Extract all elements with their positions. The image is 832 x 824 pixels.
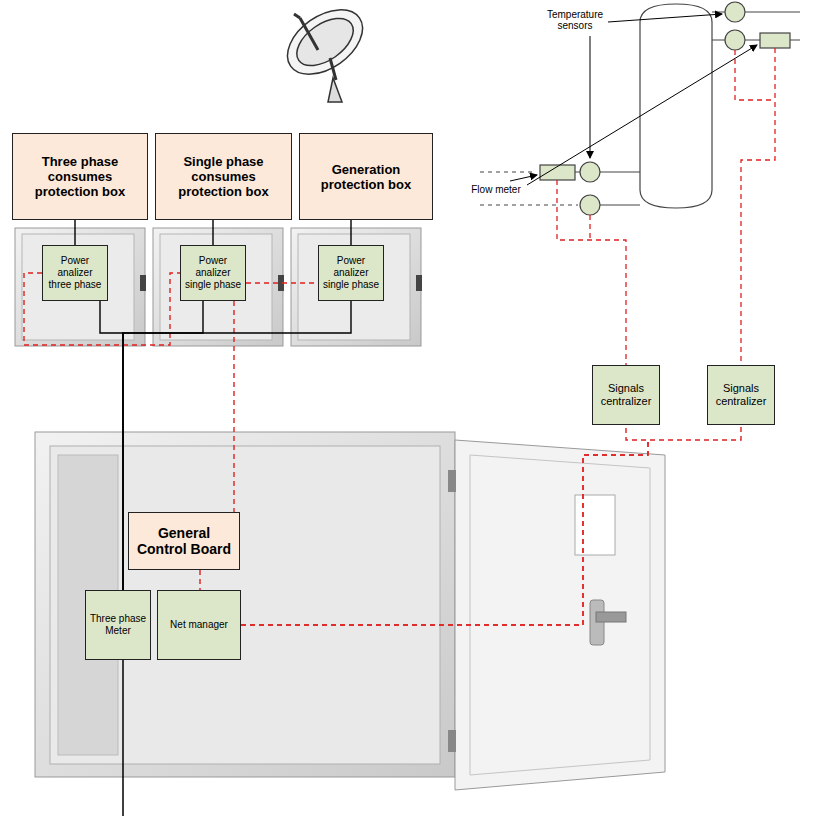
leader-line: [510, 14, 757, 185]
callout-label: Flow meter: [466, 184, 526, 195]
signals-centralizer: Signals centralizer: [707, 365, 775, 425]
node-text: Power analizer single phase: [322, 255, 380, 291]
node-text: Three phase Meter: [89, 613, 147, 637]
control-board-title: General Control Board: [128, 512, 240, 570]
node-text: General Control Board: [132, 525, 236, 557]
signal-link: [246, 282, 318, 283]
node-text: Generation protection box: [303, 162, 429, 192]
power-line: [100, 301, 123, 590]
protection-box-title: Three phase consumes protection box: [12, 133, 148, 220]
node-text: Three phase consumes protection box: [16, 154, 144, 199]
net-manager: Net manager: [157, 590, 241, 660]
node-text: Signals centralizer: [711, 382, 771, 408]
power-line: [74, 220, 75, 245]
cabinet: [15, 228, 422, 346]
node-text: Signals centralizer: [596, 382, 656, 408]
signal-link: [199, 570, 200, 590]
signal-link: [241, 425, 741, 625]
power-line: [123, 301, 351, 590]
signals-centralizer: Signals centralizer: [592, 365, 660, 425]
tank: [480, 2, 800, 215]
satellite-dish: [276, 0, 375, 102]
protection-box-title: Single phase consumes protection box: [155, 133, 292, 220]
control-cabinet: [35, 432, 665, 790]
power-analyzer: Power analizer single phase: [180, 245, 246, 301]
node-text: Net manager: [170, 619, 228, 631]
power-analyzer: Power analizer single phase: [318, 245, 384, 301]
node-text: Power analizer single phase: [184, 255, 242, 291]
supply-line: [122, 660, 124, 816]
protection-box-title: Generation protection box: [299, 133, 433, 220]
callout-label: Temperature sensors: [543, 9, 607, 31]
meter: Three phase Meter: [85, 590, 151, 660]
node-text: Power analizer three phase: [46, 255, 104, 291]
node-text: Single phase consumes protection box: [159, 154, 288, 199]
power-line: [350, 220, 351, 245]
power-line: [212, 220, 213, 245]
power-analyzer: Power analizer three phase: [42, 245, 108, 301]
